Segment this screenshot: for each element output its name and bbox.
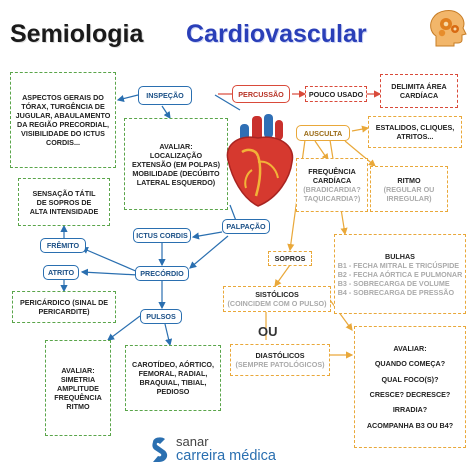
title-part1: Semiologia bbox=[10, 20, 144, 48]
brand-line2: carreira médica bbox=[176, 448, 276, 464]
atrito-label: ATRITO bbox=[43, 265, 79, 280]
auscultation-sounds: ESTALIDOS, CLIQUES, ATRITOS... bbox=[368, 116, 462, 148]
percussion-pouco-usado: POUCO USADO bbox=[305, 86, 367, 102]
fremito-label: FRÊMITO bbox=[40, 238, 86, 253]
inspection-evaluate: AVALIAR: LOCALIZAÇÃO EXTENSÃO (EM POLPAS… bbox=[124, 118, 228, 210]
bulhas-box: BULHAS B1 - FECHA MITRAL E TRICÚSPIDE B2… bbox=[334, 234, 466, 314]
pulsos-evaluate: AVALIAR: SIMETRIA AMPLITUDE FREQUÊNCIA R… bbox=[45, 340, 111, 436]
pulsos-list: CAROTÍDEO, AÓRTICO, FEMORAL, RADIAL, BRA… bbox=[125, 345, 221, 411]
auscultation-label: AUSCULTA bbox=[296, 125, 350, 141]
inspection-findings: ASPECTOS GERAIS DO TÓRAX, TURGÊNCIA DE J… bbox=[10, 72, 116, 168]
freq-cardiaca-title: FREQUÊNCIA CARDÍACA bbox=[308, 167, 356, 185]
brand-line1: sanar bbox=[176, 434, 209, 449]
diastolicos-title: DIASTÓLICOS bbox=[255, 351, 305, 360]
heart-icon bbox=[218, 112, 300, 208]
sistolicos-box: SISTÓLICOS (COINCIDEM COM O PULSO) bbox=[223, 286, 331, 312]
ou-label: OU bbox=[258, 324, 278, 339]
sanar-logo-icon bbox=[150, 434, 172, 464]
title-part2: Cardiovascular bbox=[186, 20, 367, 48]
diastolicos-box: DIASTÓLICOS (SEMPRE PATOLÓGICOS) bbox=[230, 344, 330, 376]
sistolicos-title: SISTÓLICOS bbox=[255, 290, 299, 299]
ritmo-sub: (REGULAR OU IRREGULAR) bbox=[383, 184, 435, 203]
inspection-label: INSPEÇÃO bbox=[138, 86, 192, 105]
atrito-description: PERICÁRDICO (SINAL DE PERICARDITE) bbox=[12, 291, 116, 323]
head-gears-icon bbox=[426, 6, 470, 50]
ritmo-title: RITMO bbox=[397, 175, 421, 185]
sopros-label: SOPROS bbox=[268, 251, 312, 266]
pulsos-label: PULSOS bbox=[140, 309, 182, 324]
sistolicos-sub: (COINCIDEM COM O PULSO) bbox=[227, 299, 327, 308]
precordio-label: PRECÓRDIO bbox=[135, 266, 189, 281]
percussion-delimita: DELIMITA ÁREA CARDÍACA bbox=[380, 74, 458, 108]
diastolicos-sub: (SEMPRE PATOLÓGICOS) bbox=[235, 360, 325, 369]
palpation-label: PALPAÇÃO bbox=[222, 219, 270, 234]
bulhas-title: BULHAS bbox=[385, 251, 415, 261]
bulhas-list: B1 - FECHA MITRAL E TRICÚSPIDE B2 - FECH… bbox=[337, 260, 463, 297]
freq-cardiaca-box: FREQUÊNCIA CARDÍACA (BRADICARDIA? TAQUIC… bbox=[296, 158, 368, 212]
freq-cardiaca-sub: (BRADICARDIA? TAQUICARDIA?) bbox=[303, 185, 361, 203]
ictus-cordis-label: ICTUS CORDIS bbox=[133, 228, 191, 243]
ritmo-box: RITMO (REGULAR OU IRREGULAR) bbox=[370, 166, 448, 212]
fremito-description: SENSAÇÃO TÁTIL DE SOPROS DE ALTA INTENSI… bbox=[18, 178, 110, 226]
percussion-label: PERCUSSÃO bbox=[232, 85, 290, 103]
sopros-evaluate: AVALIAR: QUANDO COMEÇA? QUAL FOCO(S)? CR… bbox=[354, 326, 466, 448]
